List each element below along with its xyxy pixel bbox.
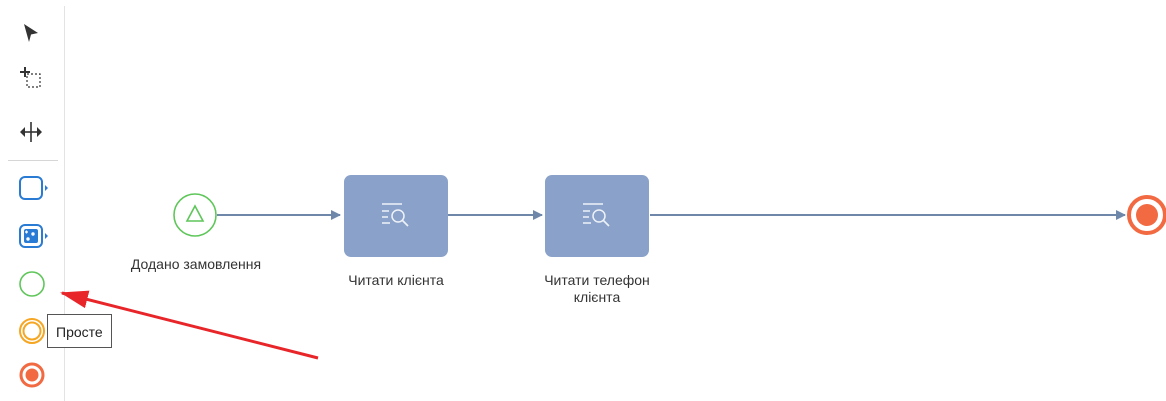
subprocess-tool-button[interactable]	[10, 221, 54, 251]
end-event[interactable]	[1127, 195, 1166, 235]
space-tool-button[interactable]	[10, 116, 54, 146]
read-data-icon	[583, 203, 610, 227]
palette-border	[64, 6, 65, 401]
lasso-tool-button[interactable]	[10, 63, 54, 93]
annotation-arrow	[60, 290, 319, 360]
start-event[interactable]	[173, 193, 217, 237]
element-palette: Просте	[0, 0, 112, 401]
task-read-client-phone-label: Читати телефон клієнта	[517, 272, 677, 306]
task-icon	[19, 176, 48, 200]
task-label-line: Читати телефон	[544, 272, 650, 288]
pointer-tool-button[interactable]	[10, 18, 54, 48]
start-event-tool-button[interactable]	[10, 269, 54, 299]
start-event-label: Додано замовлення	[130, 256, 262, 272]
triangle-signal-icon	[185, 204, 205, 222]
task-read-client-label: Читати клієнта	[348, 272, 444, 288]
end-event-tool-button[interactable]	[10, 360, 54, 390]
start-event-icon	[19, 271, 45, 297]
intermediate-event-tool-button[interactable]	[10, 316, 54, 346]
task-tool-button[interactable]	[10, 173, 54, 203]
palette-separator	[8, 160, 58, 161]
task-read-client-phone[interactable]	[545, 175, 649, 257]
subprocess-icon	[19, 224, 48, 248]
space-tool-icon	[20, 122, 42, 142]
end-event-icon	[19, 362, 45, 388]
tool-tooltip: Просте	[47, 314, 112, 348]
read-data-icon	[382, 203, 409, 227]
task-read-client[interactable]	[344, 175, 448, 257]
task-label-line: клієнта	[573, 289, 621, 305]
intermediate-event-icon	[19, 318, 45, 344]
pointer-icon	[24, 24, 38, 42]
lasso-select-icon	[20, 67, 41, 88]
